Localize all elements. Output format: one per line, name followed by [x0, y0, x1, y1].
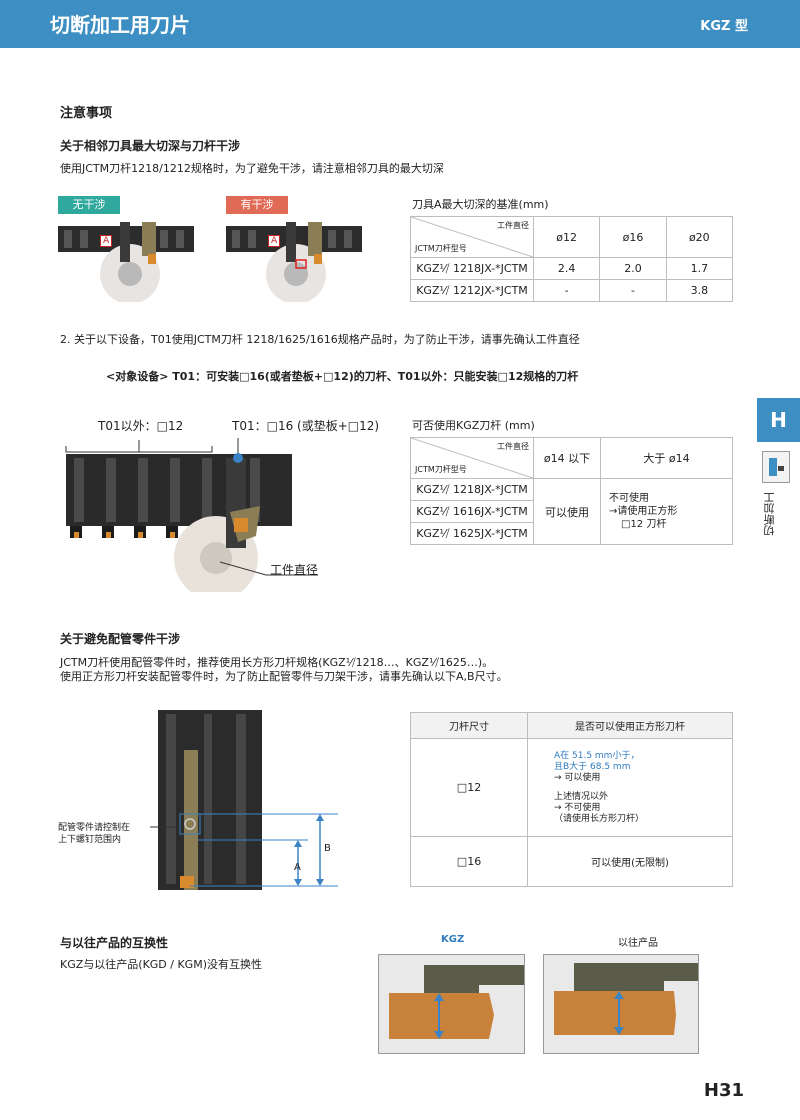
table1-corner-top: 工件直径 — [497, 221, 529, 230]
section2-heading: 2. 关于以下设备，T01使用JCTM刀杆 1218/1625/1616规格产品… — [60, 333, 580, 346]
value-cell: - — [599, 279, 667, 302]
notice-heading: 注意事项 — [60, 106, 113, 121]
table-row: KGZ¹⁄⧸ 1218JX-*JCTM 2.4 2.0 1.7 — [410, 257, 734, 280]
table2-title: 可否使用KGZ刀杆 (mm) — [412, 419, 535, 432]
condition-line: → 可以使用 — [554, 772, 601, 783]
table2-corner-bottom: JCTM刀杆型号 — [415, 465, 467, 474]
dimension-b-label: B — [324, 843, 331, 854]
series-label: KGZ 型 — [700, 19, 748, 34]
square-holder-table: 刀杆尺寸 是否可以使用正方形刀杆 □12 A在 51.5 mm小于， 且B大于 … — [410, 712, 733, 887]
tool-a-label-2: A — [268, 235, 281, 247]
value-cell: 2.4 — [532, 257, 601, 280]
max-depth-table: 工件直径 JCTM刀杆型号 ø12 ø16 ø20 KGZ¹⁄⧸ 1218JX-… — [410, 216, 734, 302]
not-usable-line: 不可使用 — [609, 493, 649, 504]
condition-line: 且B大于 68.5 mm — [554, 761, 631, 772]
value-cell: 2.0 — [599, 257, 667, 280]
table-row: □12 A在 51.5 mm小于， 且B大于 68.5 mm → 可以使用 上述… — [410, 738, 733, 837]
no-interference-illustration — [58, 222, 194, 304]
value-cell: - — [532, 279, 601, 302]
previous-product-label: 以往产品 — [618, 938, 658, 949]
not-usable-line: →请使用正方形 — [609, 506, 678, 517]
model-cell: KGZ¹⁄⧸ 1218JX-*JCTM — [410, 478, 534, 501]
section3-heading: 关于避免配管零件干涉 — [60, 632, 181, 646]
page-header: 切断加工用刀片 KGZ 型 — [0, 0, 800, 48]
size-cell: □16 — [410, 836, 528, 887]
table-row: KGZ¹⁄⧸ 1616JX-*JCTM — [410, 500, 733, 523]
table1-title: 刀具A最大切深的基准(mm) — [412, 198, 549, 211]
table1-col-header: ø20 — [665, 216, 734, 258]
coolant-fitting-illustration — [150, 710, 340, 895]
value-cell: 1.7 — [665, 257, 734, 280]
page-title: 切断加工用刀片 — [50, 13, 190, 37]
table1-corner-cell: 工件直径 JCTM刀杆型号 — [410, 216, 534, 258]
interference-illustration — [226, 222, 362, 304]
no-interference-badge: 无干涉 — [58, 196, 120, 214]
section1-heading: 关于相邻刀具最大切深与刀杆干涉 — [60, 139, 241, 153]
fitting-callout: 配管零件请控制在 上下螺钉范围内 — [58, 822, 130, 846]
table2-col-header: ø14 以下 — [533, 437, 601, 479]
table2-col-header: 大于 ø14 — [600, 437, 733, 479]
page-number: H31 — [703, 1080, 744, 1101]
section4-desc: KGZ与以往产品(KGD / KGM)没有互换性 — [60, 958, 262, 971]
not-usable-cell: 不可使用 →请使用正方形 □12 刀杆 — [600, 478, 733, 545]
model-cell: KGZ¹⁄⧸ 1218JX-*JCTM — [410, 257, 534, 280]
table-row: KGZ¹⁄⧸ 1625JX-*JCTM — [410, 522, 733, 545]
previous-insert-image — [543, 954, 699, 1054]
kgz-label: KGZ — [441, 934, 465, 945]
table-row: □16 可以使用(无限制) — [410, 836, 733, 887]
not-usable-line: □12 刀杆 — [621, 519, 667, 530]
holder-usability-table: 工件直径 JCTM刀杆型号 ø14 以下 大于 ø14 KGZ¹⁄⧸ 1218J… — [410, 437, 733, 545]
value-cell: 3.8 — [665, 279, 734, 302]
table1-corner-bottom: JCTM刀杆型号 — [415, 244, 467, 253]
table2-corner-top: 工件直径 — [497, 442, 529, 451]
section3-desc-1: JCTM刀杆使用配管零件时，推荐使用长方形刀杆规格(KGZ¹⁄⧸1218…、KG… — [60, 656, 494, 669]
section4-heading: 与以往产品的互换性 — [60, 936, 169, 950]
usable-cell: 可以使用 — [533, 478, 601, 545]
model-cell: KGZ¹⁄⧸ 1212JX-*JCTM — [410, 279, 534, 302]
target-equipment-note: <对象设备> T01：可安装□16(或者垫板+□12)的刀杆、T01以外：只能安… — [106, 370, 579, 383]
table1-col-header: ø12 — [532, 216, 601, 258]
table-row: KGZ¹⁄⧸ 1218JX-*JCTM 可以使用 不可使用 →请使用正方形 □1… — [410, 478, 733, 545]
workpiece-diameter-label: 工件直径 — [270, 563, 319, 577]
tool-a-label-1: A — [100, 235, 113, 247]
table2-corner-cell: 工件直径 JCTM刀杆型号 — [410, 437, 534, 479]
condition-cell: 可以使用(无限制) — [527, 836, 733, 887]
label-other-than-t01: T01以外：□12 — [98, 419, 184, 433]
section3-desc-2: 使用正方形刀杆安装配管零件时，为了防止配管零件与刀架干涉，请事先确认以下A,B尺… — [60, 670, 508, 683]
condition-line: 上述情况以外 — [554, 791, 609, 802]
condition-line: → 不可使用 — [554, 802, 601, 813]
callout-line: 上下螺钉范围内 — [58, 835, 122, 845]
label-t01: T01：□16 (或垫板+□12) — [232, 419, 380, 433]
table-row: KGZ¹⁄⧸ 1212JX-*JCTM - - 3.8 — [410, 279, 734, 302]
condition-cell: A在 51.5 mm小于， 且B大于 68.5 mm → 可以使用 上述情况以外… — [527, 738, 733, 837]
model-cell: KGZ¹⁄⧸ 1616JX-*JCTM — [410, 500, 534, 523]
table1-col-header: ø16 — [599, 216, 667, 258]
callout-line: 配管零件请控制在 — [58, 823, 131, 833]
section1-desc: 使用JCTM刀杆1218/1212规格时，为了避免干涉，请注意相邻刀具的最大切深 — [60, 162, 444, 175]
cutoff-icon — [762, 451, 790, 483]
table3-col-header: 刀杆尺寸 — [410, 712, 528, 739]
section-tab-h[interactable]: H — [757, 398, 800, 442]
condition-line: A在 51.5 mm小于， — [554, 750, 640, 761]
dimension-a-label: A — [294, 862, 301, 873]
model-cell: KGZ¹⁄⧸ 1625JX-*JCTM — [410, 522, 534, 545]
kgz-insert-image — [378, 954, 525, 1054]
size-cell: □12 — [410, 738, 528, 837]
table3-col-header: 是否可以使用正方形刀杆 — [527, 712, 733, 739]
side-section-label: 切断加工 — [763, 492, 776, 536]
turret-illustration — [60, 432, 320, 600]
condition-line: （请使用长方形刀杆） — [554, 813, 645, 824]
interference-badge: 有干涉 — [226, 196, 288, 214]
